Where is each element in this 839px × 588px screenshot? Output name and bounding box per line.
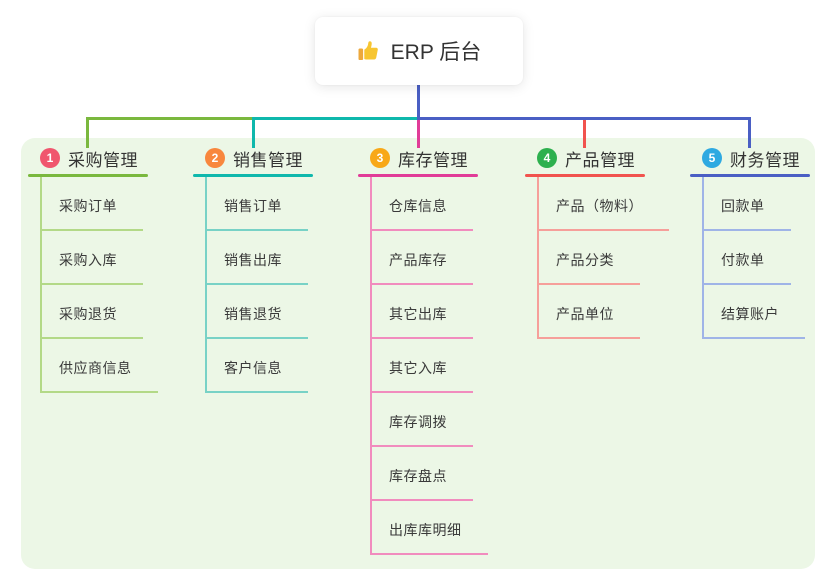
branch-underline: [358, 174, 478, 177]
branch-header[interactable]: 5 财务管理: [690, 145, 810, 171]
child-node[interactable]: 销售订单: [207, 197, 308, 231]
child-node[interactable]: 其它入库: [372, 359, 473, 393]
child-node[interactable]: 付款单: [704, 251, 791, 285]
child-node[interactable]: 仓库信息: [372, 197, 473, 231]
child-node[interactable]: 供应商信息: [42, 359, 158, 393]
branch-header[interactable]: 3 库存管理: [358, 145, 478, 171]
branch-header[interactable]: 2 销售管理: [193, 145, 313, 171]
connector-branch-drop: [86, 117, 89, 148]
child-node[interactable]: 产品库存: [372, 251, 473, 285]
child-node[interactable]: 销售退货: [207, 305, 308, 339]
child-node[interactable]: 出库库明细: [372, 521, 488, 555]
branch-title: 产品管理: [565, 150, 635, 170]
connector-branch-drop: [252, 117, 255, 148]
root-node-label: ERP 后台: [390, 41, 482, 64]
connector-branch-drop: [417, 120, 420, 148]
branch-title: 库存管理: [398, 150, 468, 170]
branch-children: 回款单 付款单 结算账户: [702, 177, 805, 339]
child-node[interactable]: 其它出库: [372, 305, 473, 339]
connector-bus-blue: [417, 117, 751, 120]
branch-库存管理: 3 库存管理: [358, 145, 478, 177]
branch-header[interactable]: 4 产品管理: [525, 145, 645, 171]
branch-销售管理: 2 销售管理: [193, 145, 313, 177]
child-node[interactable]: 采购订单: [42, 197, 143, 231]
child-node[interactable]: 产品（物料）: [539, 197, 669, 231]
branch-underline: [28, 174, 148, 177]
child-node[interactable]: 销售出库: [207, 251, 308, 285]
branch-children: 采购订单 采购入库 采购退货 供应商信息: [40, 177, 158, 393]
child-node[interactable]: 产品分类: [539, 251, 640, 285]
branch-number-badge: 2: [205, 148, 225, 168]
thumbs-up-icon: [358, 41, 378, 60]
branch-underline: [690, 174, 810, 177]
child-node[interactable]: 客户信息: [207, 359, 308, 393]
child-node[interactable]: 回款单: [704, 197, 791, 231]
branch-number-badge: 1: [40, 148, 60, 168]
child-node[interactable]: 采购入库: [42, 251, 143, 285]
branch-产品管理: 4 产品管理: [525, 145, 645, 177]
branch-underline: [525, 174, 645, 177]
branch-children: 产品（物料） 产品分类 产品单位: [537, 177, 669, 339]
branch-number-badge: 4: [537, 148, 557, 168]
child-node[interactable]: 结算账户: [704, 305, 805, 339]
connector-bus-green: [86, 117, 255, 120]
mindmap-canvas-panel: [21, 138, 815, 569]
branch-title: 销售管理: [233, 150, 303, 170]
connector-branch-drop: [748, 117, 751, 148]
child-node[interactable]: 库存盘点: [372, 467, 473, 501]
branch-财务管理: 5 财务管理: [690, 145, 810, 177]
child-node[interactable]: 产品单位: [539, 305, 640, 339]
child-node[interactable]: 采购退货: [42, 305, 143, 339]
branch-children: 销售订单 销售出库 销售退货 客户信息: [205, 177, 308, 393]
branch-number-badge: 5: [702, 148, 722, 168]
connector-root-stem: [417, 84, 420, 118]
root-node[interactable]: ERP 后台: [315, 17, 523, 85]
branch-header[interactable]: 1 采购管理: [28, 145, 148, 171]
branch-underline: [193, 174, 313, 177]
branch-采购管理: 1 采购管理: [28, 145, 148, 177]
branch-title: 采购管理: [68, 150, 138, 170]
child-node[interactable]: 库存调拨: [372, 413, 473, 447]
connector-branch-drop: [583, 120, 586, 148]
branch-title: 财务管理: [730, 150, 800, 170]
branch-number-badge: 3: [370, 148, 390, 168]
connector-bus-teal: [252, 117, 419, 120]
branch-children: 仓库信息 产品库存 其它出库 其它入库 库存调拨 库存盘点 出库库明细: [370, 177, 488, 555]
